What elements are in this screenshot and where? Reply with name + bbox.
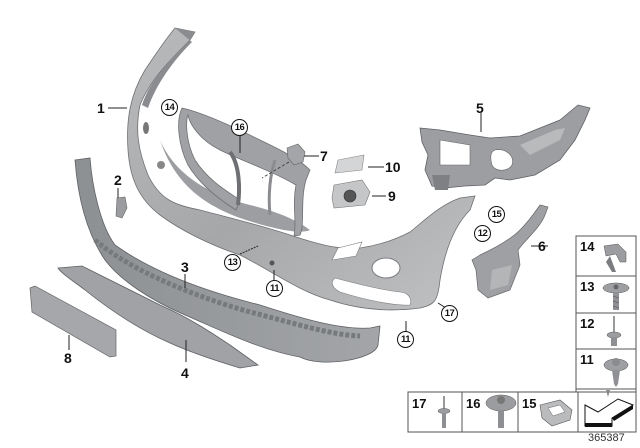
callout-9: 9 (388, 188, 396, 204)
callout-16: 16 (231, 119, 248, 136)
callout-5: 5 (476, 100, 484, 116)
rivet-icon (437, 396, 451, 428)
clip-icon (603, 243, 627, 272)
fastener-icon (603, 358, 629, 387)
callout-1: 1 (97, 100, 105, 116)
callout-11a: 11 (266, 280, 283, 297)
callout-8: 8 (64, 350, 72, 366)
callout-14: 14 (161, 99, 178, 116)
washer-screw-icon (485, 394, 517, 428)
side-bracket (471, 204, 549, 299)
screw-icon (602, 282, 630, 310)
tow-hook-holder (331, 179, 371, 209)
small-bracket (115, 196, 128, 219)
license-plate-base (29, 285, 117, 358)
callout-15: 15 (488, 206, 505, 223)
callout-2: 2 (114, 172, 122, 188)
leader-lines (68, 107, 548, 362)
legend-11: 11 (580, 352, 594, 367)
callout-10: 10 (385, 159, 401, 175)
catalog-number: 365387 (588, 432, 625, 444)
callout-7: 7 (320, 148, 328, 164)
lower-spoiler (74, 157, 381, 363)
legend-17: 17 (412, 396, 427, 411)
callout-17: 17 (441, 305, 458, 322)
callout-11b: 11 (397, 331, 414, 348)
callout-4: 4 (181, 365, 189, 381)
rivet-icon (606, 316, 622, 346)
nut-clip-icon (539, 399, 573, 427)
callout-3: 3 (181, 259, 189, 275)
legend-15: 15 (522, 396, 537, 411)
clip-bracket (261, 143, 306, 179)
bumper-trim-panel (127, 27, 476, 311)
legend-14: 14 (580, 239, 595, 254)
lower-trim-strip (57, 265, 260, 369)
callout-13: 13 (224, 254, 241, 271)
callout-6: 6 (538, 238, 546, 254)
headlight-carrier (419, 104, 591, 190)
legend-16: 16 (466, 396, 481, 411)
legend-13: 13 (580, 279, 595, 294)
tow-hook-cover (334, 154, 365, 174)
arrow-direction-icon (584, 390, 635, 427)
legend-12: 12 (580, 316, 595, 331)
callout-12: 12 (474, 225, 491, 242)
